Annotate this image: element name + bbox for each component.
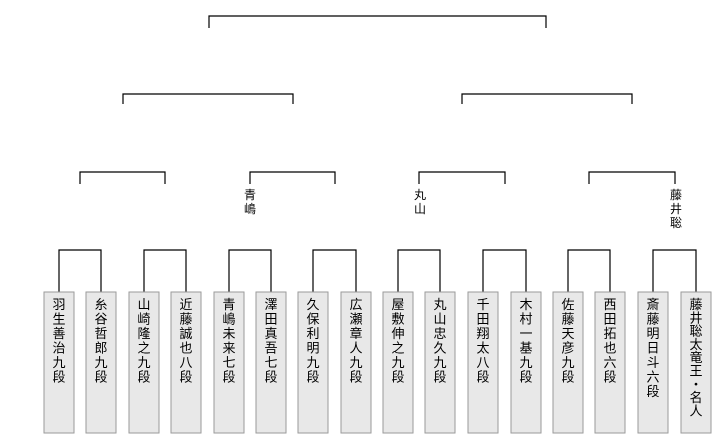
player-name: 佐藤天彦九段	[561, 298, 574, 386]
player-name: 広瀬章人九段	[349, 298, 362, 386]
bracket-line-r1	[397, 249, 441, 292]
player-name: 久保利明九段	[306, 298, 319, 386]
player-box	[424, 291, 456, 434]
player-name: 糸谷哲郎九段	[94, 298, 107, 386]
bracket-line-r3	[461, 93, 633, 104]
player-box	[170, 291, 202, 434]
bracket-line-r2	[79, 171, 166, 184]
player-box	[680, 291, 712, 434]
bracket-line-r1	[652, 249, 697, 292]
player-name: 羽生善治九段	[52, 298, 65, 386]
bracket-line-r3	[122, 93, 294, 104]
bracket-line-r1	[482, 249, 527, 292]
player-name: 斎藤明日斗六段	[646, 297, 659, 400]
player-box	[43, 291, 75, 434]
player-box	[85, 291, 117, 434]
winner-labels: 青嶋 丸山 藤井聡	[244, 188, 682, 230]
bracket-line-r1	[567, 249, 611, 292]
player-name: 青嶋未来七段	[222, 298, 235, 386]
winner-label: 青嶋	[244, 188, 256, 216]
player-name: 丸山忠久九段	[433, 298, 446, 386]
bracket-line-final	[208, 15, 547, 28]
player-box	[128, 291, 160, 434]
player-name: 千田翔太八段	[476, 298, 489, 386]
player-name: 近藤誠也八段	[179, 298, 192, 386]
winner-label: 丸山	[414, 188, 426, 216]
player-box	[552, 291, 584, 434]
player-box	[594, 291, 626, 434]
bracket-lines	[58, 15, 697, 292]
bracket-line-r1	[312, 249, 357, 292]
bracket-line-r1	[143, 249, 187, 292]
bracket-line-r2	[588, 171, 676, 184]
player-name: 木村一基九段	[519, 298, 532, 386]
player-box	[382, 291, 414, 434]
player-name: 山崎隆之九段	[137, 298, 150, 386]
player-name: 西田拓也六段	[603, 298, 616, 386]
player-box	[213, 291, 245, 434]
bracket-line-r2	[418, 171, 506, 184]
player-slots: 羽生善治九段 糸谷哲郎九段 山崎隆之九段 近藤誠也八段 青嶋未来七段 澤田真吾七段 久保利明…	[43, 291, 712, 434]
player-name: 藤井聡太竜王・名人	[689, 298, 702, 419]
player-box	[340, 291, 372, 434]
player-box	[467, 291, 499, 434]
player-box	[510, 291, 542, 434]
bracket-line-r1	[58, 249, 102, 292]
player-box	[297, 291, 329, 434]
bracket-line-r2	[249, 171, 336, 184]
player-name: 澤田真吾七段	[264, 298, 277, 386]
player-box	[255, 291, 287, 434]
player-box	[637, 291, 669, 434]
player-name: 屋敷伸之九段	[391, 298, 404, 386]
winner-label: 藤井聡	[670, 188, 682, 230]
bracket-line-r1	[228, 249, 272, 292]
